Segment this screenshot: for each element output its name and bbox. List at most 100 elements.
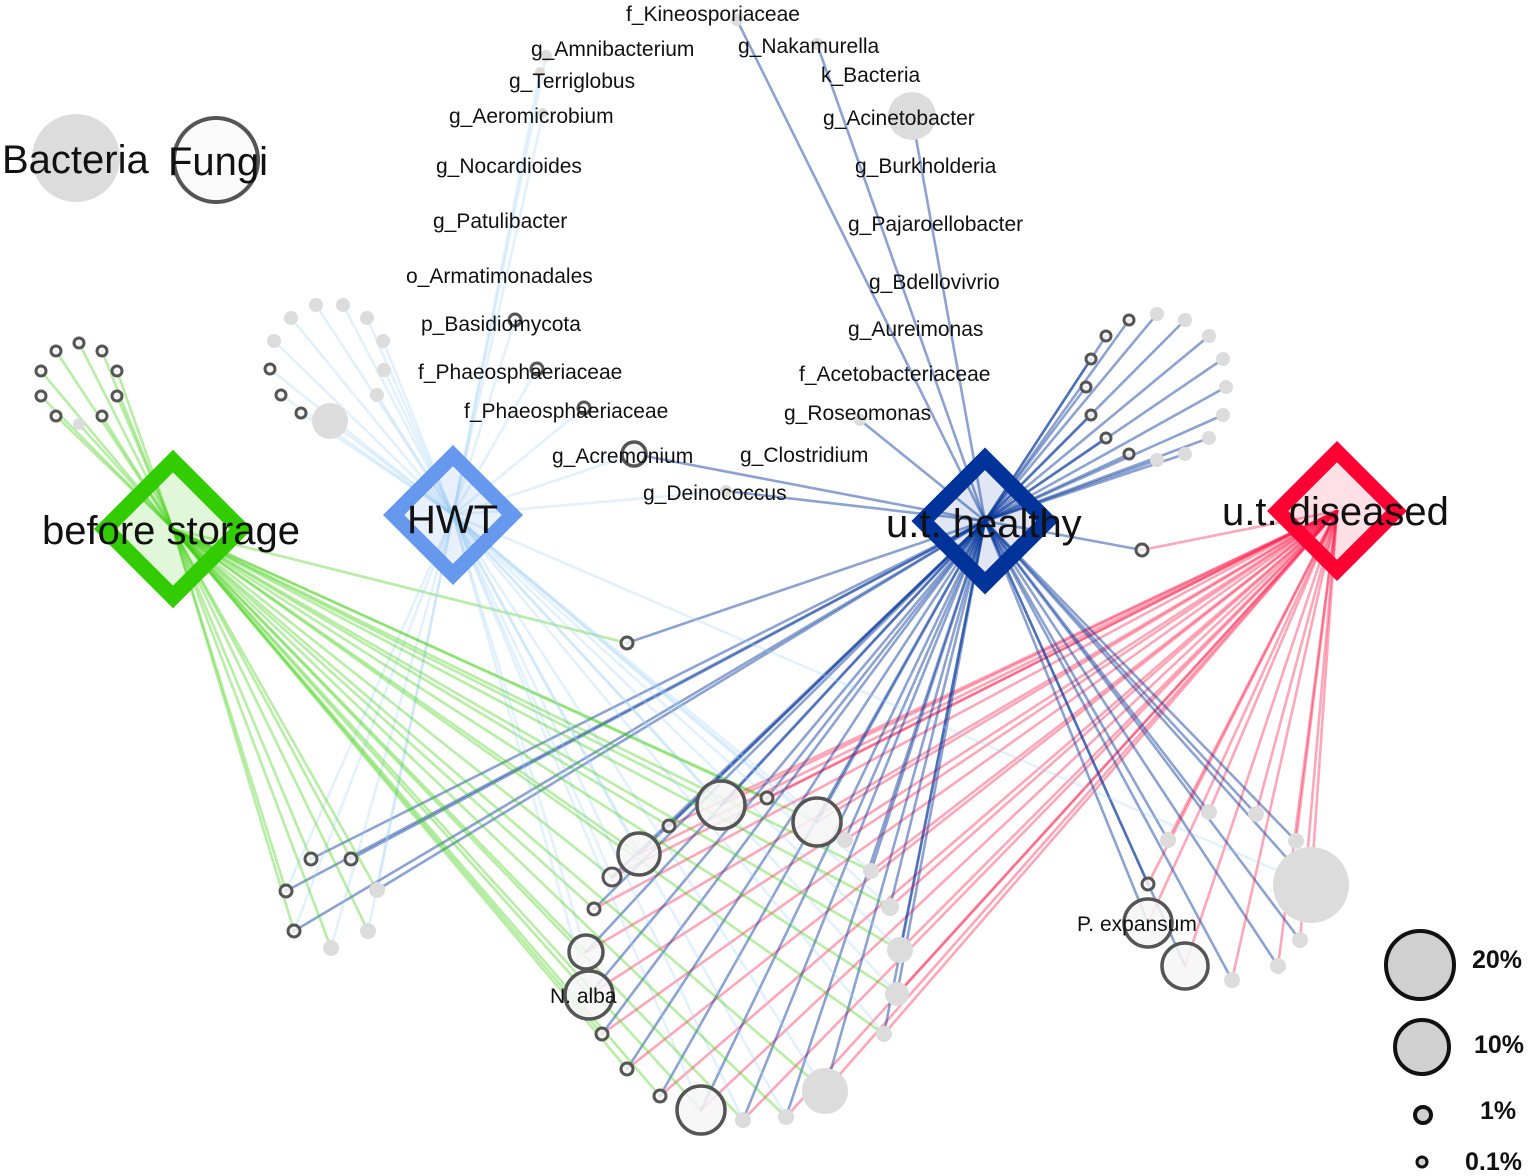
edge-u <box>741 519 987 1122</box>
edge-u <box>699 519 987 1112</box>
edge-u <box>983 519 1234 982</box>
edge-b <box>171 527 788 1119</box>
edge-u <box>983 519 1313 887</box>
edge-b <box>115 369 175 531</box>
edge-b <box>171 527 827 1093</box>
edge-h <box>451 513 641 856</box>
edge-d <box>784 509 1339 1119</box>
edge-u <box>600 519 987 1036</box>
edge-d <box>584 509 1339 954</box>
fungus-node <box>1140 876 1156 892</box>
edge-b <box>171 527 629 1071</box>
taxon-label: g_Burkholderia <box>855 155 997 178</box>
taxon-label: g_Acinetobacter <box>823 107 975 130</box>
fungus-node <box>1084 408 1098 422</box>
bacteria-node <box>1201 804 1217 820</box>
edge-b <box>171 527 614 879</box>
edge-b <box>171 527 703 1112</box>
hub-ut-diseased <box>1266 440 1408 582</box>
edge-b <box>171 527 629 645</box>
edge-h <box>451 111 545 517</box>
fungus-node <box>110 364 124 378</box>
bacteria-node <box>1248 806 1264 822</box>
edge-h <box>451 513 745 1122</box>
fungus-node <box>49 409 63 423</box>
edge-u <box>983 519 1187 968</box>
edge-d <box>882 509 1339 1036</box>
edge-b <box>171 527 671 828</box>
bacteria-node <box>1178 447 1192 461</box>
fungus-node <box>278 883 294 899</box>
bacteria-node <box>360 311 374 325</box>
bacteria-node <box>1273 847 1349 923</box>
fungus-node <box>1134 542 1150 558</box>
edge-b <box>100 349 175 531</box>
edge-u <box>815 42 987 523</box>
fungus-node <box>1122 447 1136 461</box>
edge-d <box>815 509 1339 824</box>
hubs-layer <box>93 440 1408 609</box>
fungus-node <box>661 818 677 834</box>
edge-b <box>171 527 892 909</box>
bacteria-node <box>1219 380 1233 394</box>
bacteria-node <box>369 882 385 898</box>
edge-b <box>39 394 175 531</box>
edge-u <box>587 519 987 997</box>
fungus-node <box>791 796 843 848</box>
taxon-label: g_Nocardioides <box>436 155 582 178</box>
edge-u <box>292 519 987 933</box>
edge-u <box>910 114 987 523</box>
bacteria-node <box>1202 329 1216 343</box>
fungus-node <box>72 336 86 350</box>
edge-u <box>983 519 1150 886</box>
edge-u <box>869 519 987 873</box>
edge-b <box>171 527 819 824</box>
edge-d <box>843 509 1339 842</box>
hub-label-ut-diseased: u.t. diseased <box>1222 490 1449 534</box>
edge-u <box>983 452 1131 523</box>
fungus-node <box>110 389 124 403</box>
bacteria-node <box>863 863 879 879</box>
fungus-node <box>34 389 48 403</box>
edge-h <box>451 54 548 517</box>
edge-b <box>100 414 175 531</box>
edge-h <box>451 513 886 1036</box>
bacteria-node <box>1216 408 1230 422</box>
bacteria-node <box>1150 307 1164 321</box>
edge-u <box>983 519 1211 814</box>
edge-d <box>741 509 1339 1122</box>
edge-u <box>724 489 987 523</box>
size-legend-1pct <box>1413 1105 1433 1125</box>
edge-h <box>451 406 586 517</box>
edge-b <box>39 369 175 531</box>
taxon-label: N. alba <box>550 985 617 1008</box>
hub-ut-healthy <box>911 447 1059 595</box>
edge-h <box>451 513 723 807</box>
fungus-node <box>286 923 302 939</box>
taxon-label: k_Bacteria <box>821 64 921 87</box>
fungus-node <box>1099 431 1113 445</box>
size-legend-label: 10% <box>1474 1031 1524 1059</box>
edge-h <box>451 513 847 842</box>
edge-u <box>765 519 987 800</box>
fungus-node <box>1084 352 1098 366</box>
taxon-label: g_Roseomonas <box>784 402 931 425</box>
type-legend: Bacteria Fungi <box>2 114 268 204</box>
fungus-node <box>652 1088 668 1104</box>
edge-b <box>171 527 379 892</box>
edge-u <box>983 357 1093 523</box>
bacteria-node <box>538 108 548 118</box>
edge-u <box>983 385 1088 523</box>
fungus-node <box>695 779 747 831</box>
edge-u <box>349 519 987 861</box>
edge-u <box>625 519 987 645</box>
fungus-node <box>1122 313 1136 327</box>
edge-b <box>171 527 769 800</box>
edge-h <box>365 316 455 517</box>
edge-d <box>667 509 1339 828</box>
edge-h <box>451 70 542 517</box>
edge-u <box>983 519 1150 925</box>
size-legend-10pct <box>1393 1018 1451 1076</box>
edge-b <box>171 527 604 1036</box>
bacteria-node <box>881 898 899 916</box>
